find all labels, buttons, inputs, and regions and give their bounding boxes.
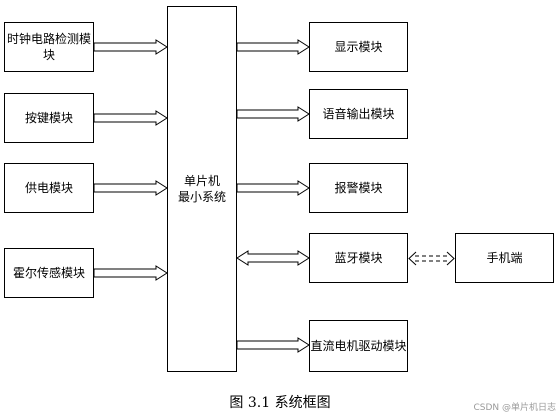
arrow-mcu-to-motor	[236, 337, 310, 353]
phone-block: 手机端	[455, 233, 554, 283]
hall-sensor-module-block: 霍尔传感模块	[4, 248, 94, 298]
voice-output-module-block: 语音输出模块	[309, 89, 408, 139]
arrow-mcu-to-voice	[236, 106, 310, 122]
alarm-module-block: 报警模块	[309, 163, 408, 213]
dc-motor-driver-module-block: 直流电机驱动模块	[309, 320, 408, 372]
figure-caption: 图 3.1 系统框图	[229, 395, 331, 411]
bluetooth-module-block: 蓝牙模块	[309, 233, 408, 283]
clock-detection-module-block: 时钟电路检测模块	[4, 22, 94, 72]
arrow-mcu-bluetooth-bidirectional	[236, 250, 310, 266]
arrow-bluetooth-phone-wireless	[408, 251, 455, 266]
arrow-mcu-to-display	[236, 39, 310, 55]
display-module-block: 显示模块	[309, 22, 408, 72]
power-module-block: 供电模块	[4, 163, 94, 213]
arrow-hall-to-mcu	[93, 265, 168, 281]
watermark: CSDN @单片机日志	[473, 403, 556, 413]
arrow-power-to-mcu	[93, 180, 168, 196]
key-module-block: 按键模块	[4, 93, 94, 143]
arrow-keys-to-mcu	[93, 110, 168, 126]
arrow-mcu-to-alarm	[236, 180, 310, 196]
mcu-minimum-system-block: 单片机 最小系统	[167, 6, 237, 372]
arrow-clock-to-mcu	[93, 39, 168, 55]
